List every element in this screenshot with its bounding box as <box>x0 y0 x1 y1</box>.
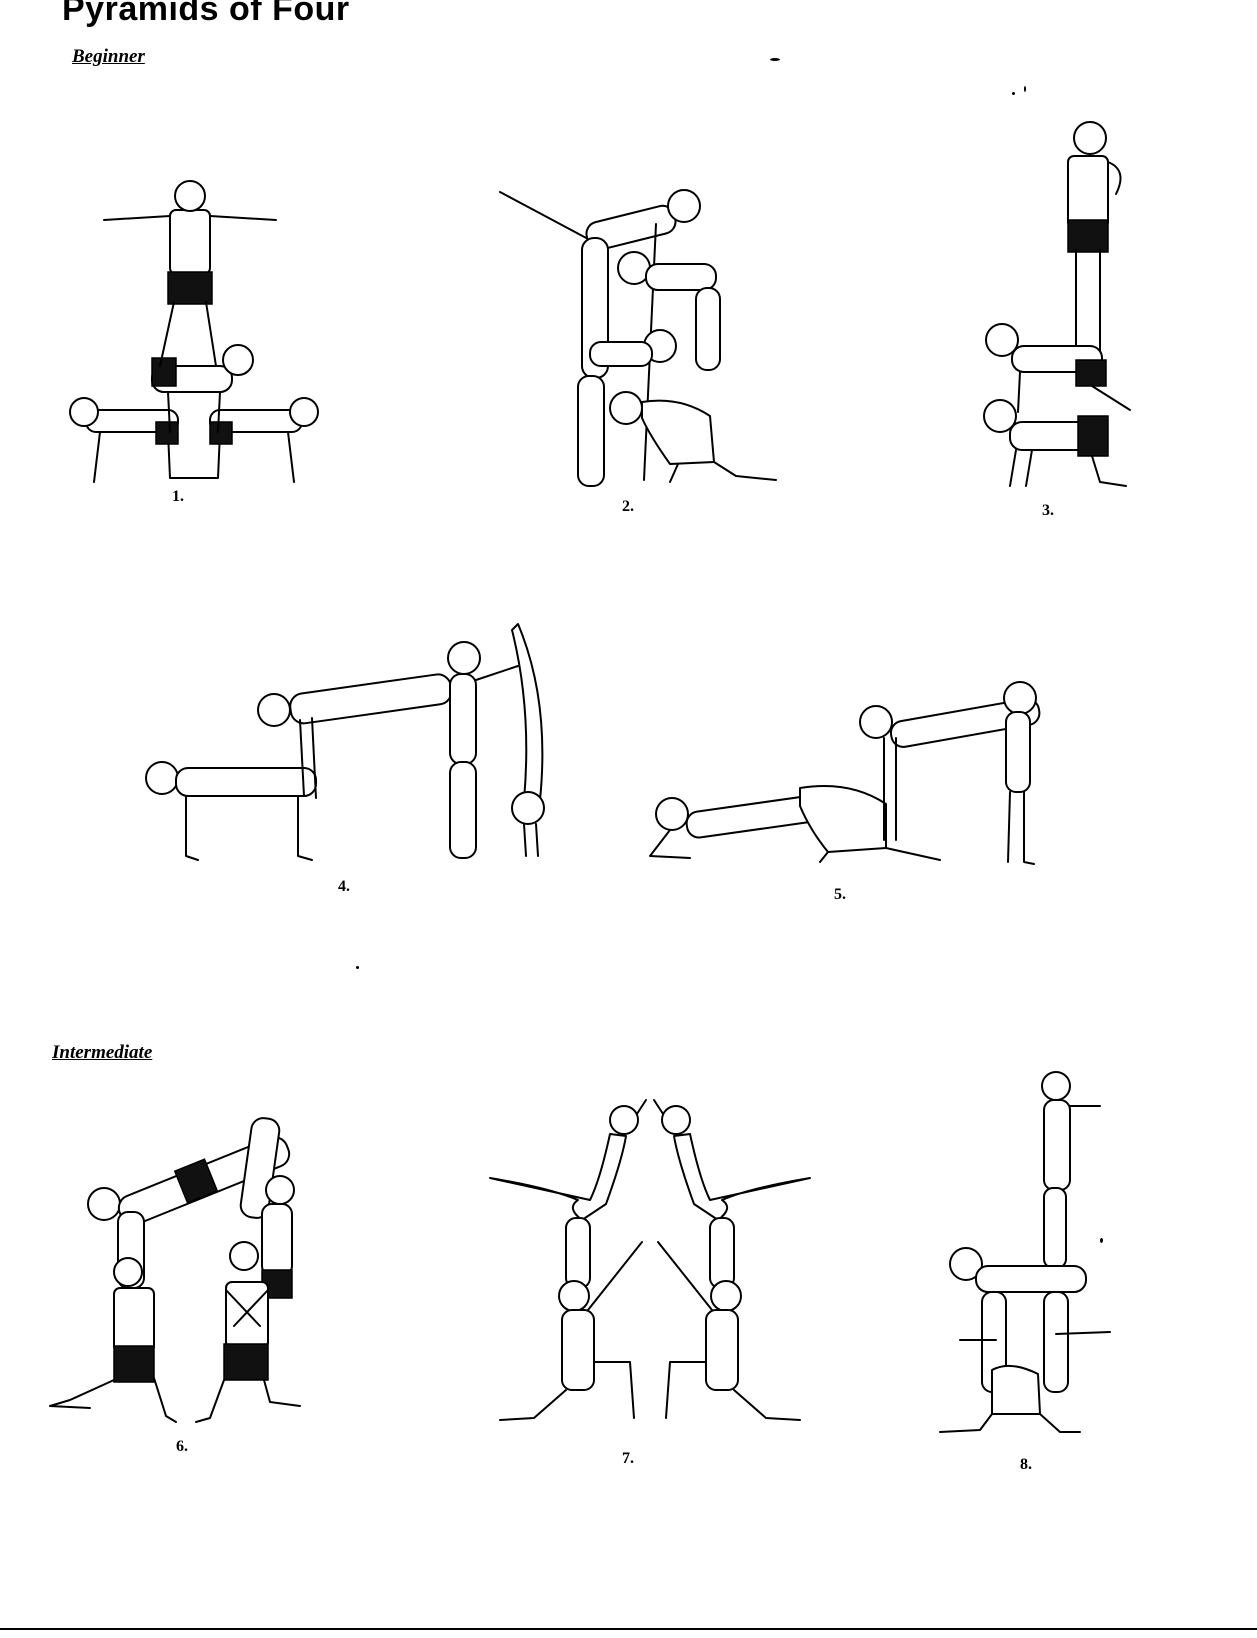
figure-number-7: 7. <box>622 1450 634 1467</box>
figure-number-1: 1. <box>172 488 184 505</box>
figure-number-4: 4. <box>338 878 350 895</box>
figure-number-8: 8. <box>1020 1456 1032 1473</box>
scan-speck <box>770 58 780 61</box>
section-heading-beginner: Beginner <box>72 46 145 67</box>
figure-number-2: 2. <box>622 498 634 515</box>
pyramid-figure-8 <box>940 1070 1160 1460</box>
page-title: Pyramids of Four <box>62 0 350 28</box>
figure-number-5: 5. <box>834 886 846 903</box>
scan-speck <box>1100 1238 1103 1243</box>
scan-speck <box>356 966 359 969</box>
section-heading-intermediate: Intermediate <box>52 1042 153 1063</box>
pyramid-figure-7 <box>470 1100 830 1460</box>
pyramid-figure-2 <box>500 180 800 500</box>
figure-number-3: 3. <box>1042 502 1054 519</box>
pyramid-figure-4 <box>140 640 620 890</box>
pyramid-figure-6 <box>50 1100 310 1480</box>
pyramid-figure-1 <box>60 170 320 490</box>
pyramid-figure-3 <box>980 110 1180 500</box>
scan-speck <box>1024 86 1026 92</box>
pyramid-figure-5 <box>650 680 1070 880</box>
bottom-rule <box>0 1628 1257 1630</box>
figure-number-6: 6. <box>176 1438 188 1455</box>
scan-speck <box>1012 92 1015 95</box>
